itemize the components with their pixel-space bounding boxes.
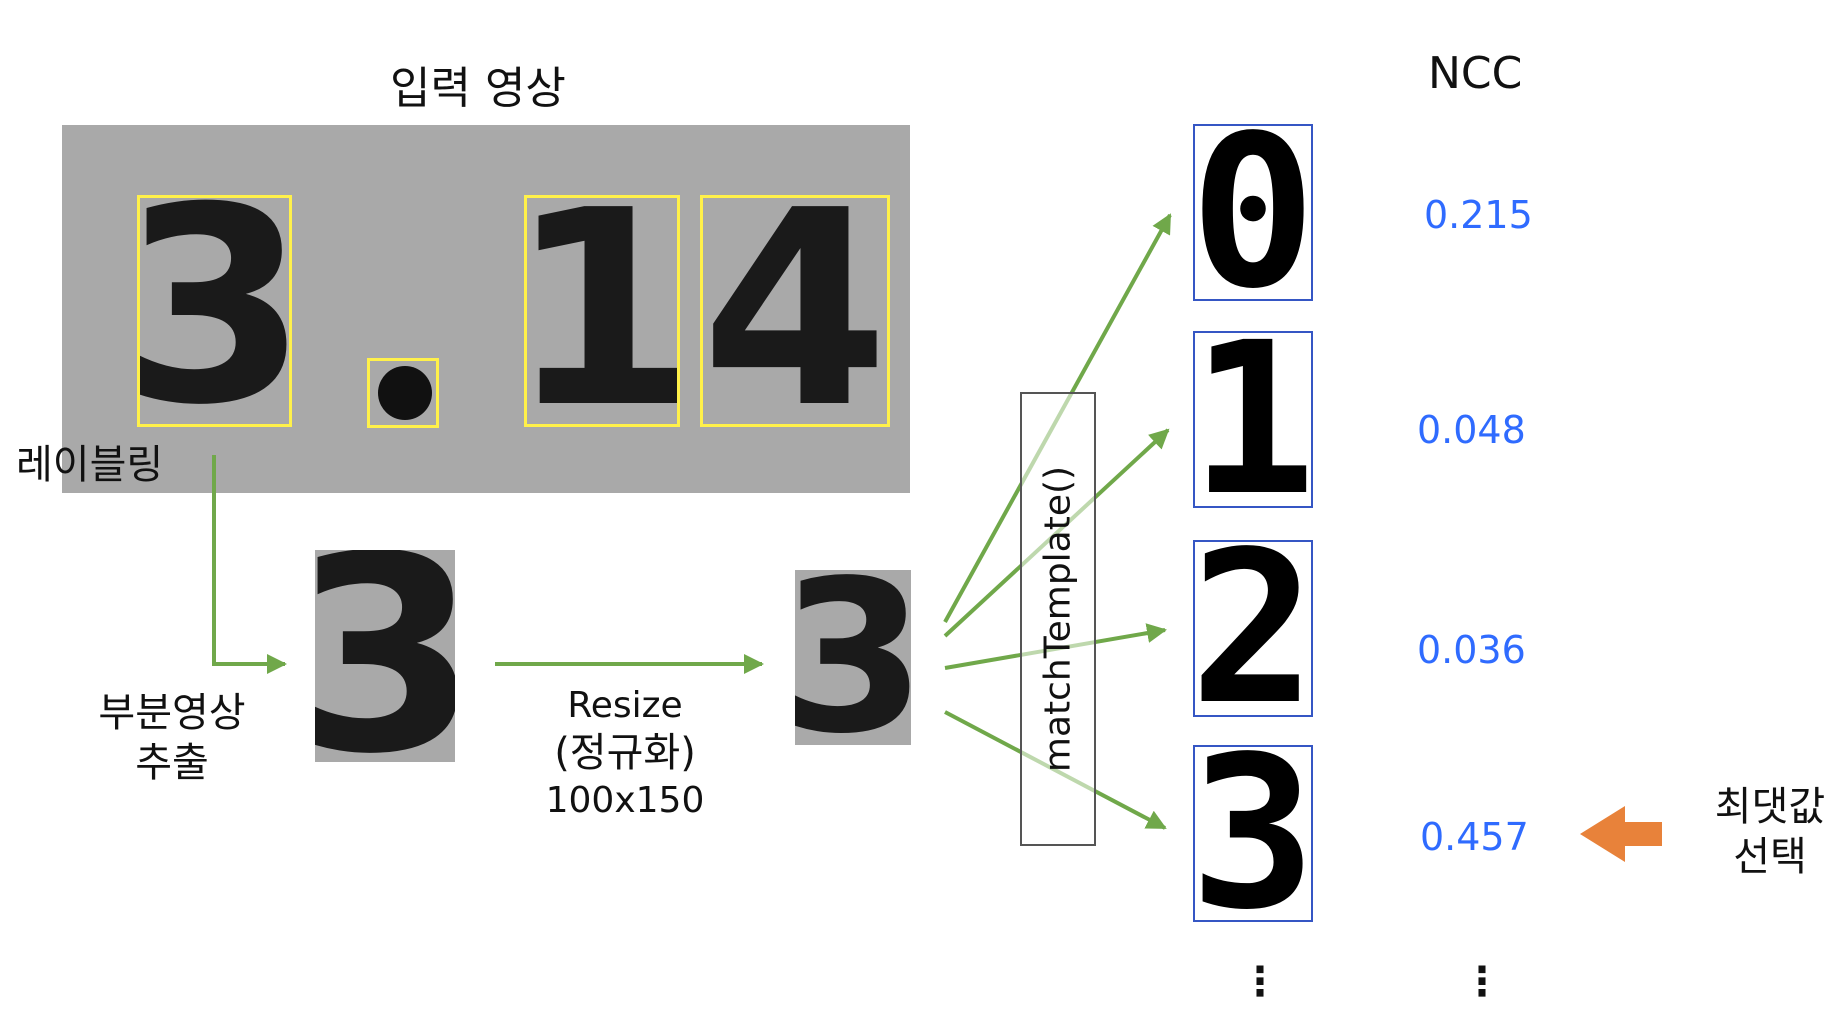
match-template-label: matchTemplate() [1037,465,1079,773]
input-image-title: 입력 영상 [390,63,566,114]
resize-label-line1: Resize [567,685,683,726]
input-image [62,125,910,493]
ncc-title: NCC [1428,48,1523,99]
input-digit-dot [378,366,432,420]
input-digit-4: 4 [701,152,889,467]
ncc-value-2: 0.036 [1417,628,1526,672]
select-max-arrow [1580,806,1662,862]
resize-label-line3: 100x150 [545,780,705,821]
template-2: 2 [1193,540,1313,717]
bbox-digit-dot [367,358,439,428]
templates-ellipsis: ⋮ [1240,959,1280,1005]
select-max-line2: 선택 [1733,834,1807,880]
resized-digit: 3 [795,570,911,745]
select-max-label: 최댓값 선택 [1695,782,1845,882]
template-0: 0 [1193,124,1313,301]
match-template-box: matchTemplate() [1020,392,1096,846]
bbox-digit-3 [137,195,292,427]
labeling-arrow [212,455,287,674]
select-max-line1: 최댓값 [1714,784,1826,830]
template-digit-1: 1 [1193,331,1313,508]
template-digit-2: 2 [1193,540,1313,717]
resized-image: 3 [795,570,911,745]
extract-label: 부분영상 추출 [72,688,272,788]
ncc-value-1: 0.048 [1417,408,1526,452]
extracted-digit: 3 [315,550,455,762]
ncc-value-3: 0.457 [1420,815,1529,859]
resize-label: Resize (정규화) 100x150 [525,683,725,823]
extracted-subimage: 3 [315,550,455,762]
template-3: 3 [1193,745,1313,922]
template-digit-0: 0 [1193,124,1313,301]
resize-label-line2: (정규화) [554,730,696,776]
bbox-digit-1 [524,195,680,427]
extract-label-line2: 추출 [135,740,209,786]
template-1: 1 [1193,331,1313,508]
input-digit-1: 1 [508,152,696,467]
input-digit-3: 3 [120,149,308,464]
ncc-ellipsis: ⋮ [1462,959,1502,1005]
labeling-label: 레이블링 [16,442,164,488]
ncc-value-0: 0.215 [1424,193,1533,237]
template-digit-3: 3 [1193,745,1313,922]
extract-label-line1: 부분영상 [98,690,246,736]
bbox-digit-4 [700,195,890,427]
